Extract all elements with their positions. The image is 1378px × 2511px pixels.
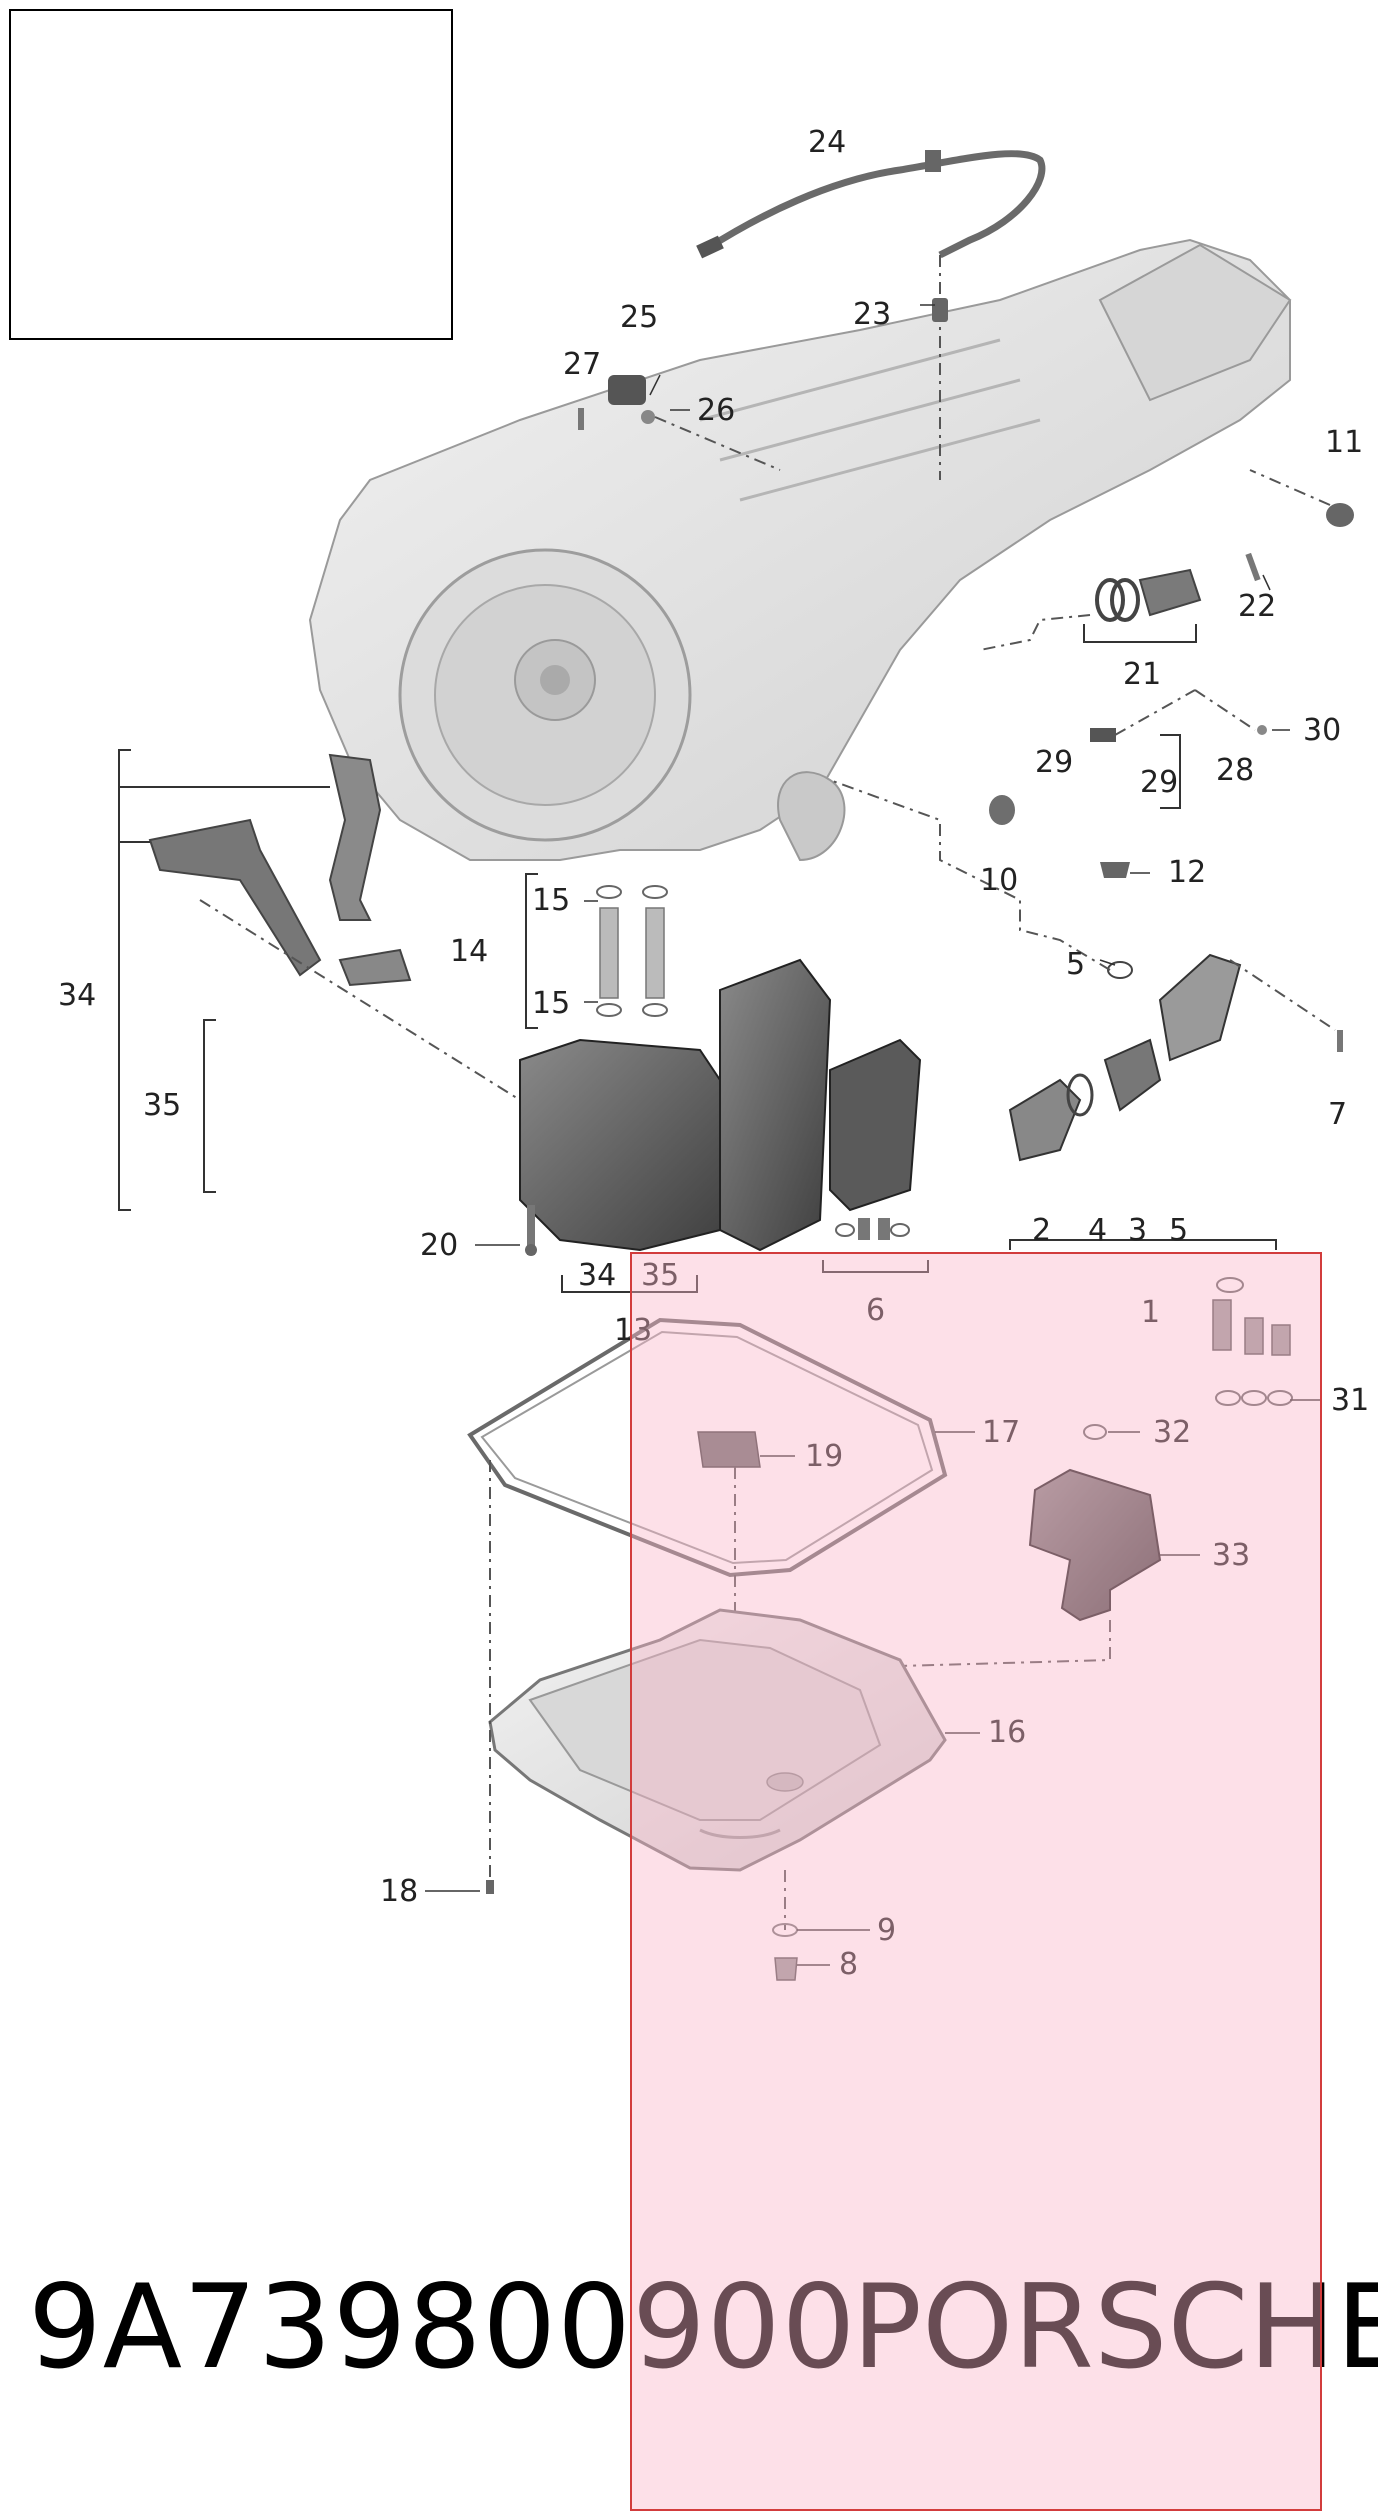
highlight-region bbox=[630, 1252, 1322, 2511]
valve-body bbox=[519, 958, 922, 1256]
bolt-18 bbox=[486, 1460, 494, 1894]
leader-lines bbox=[425, 304, 1320, 1966]
callout-30: 30 bbox=[1303, 713, 1342, 748]
callout-1: 1 bbox=[1141, 1295, 1161, 1330]
callout-14: 14 bbox=[450, 934, 489, 969]
callout-16: 16 bbox=[988, 1715, 1027, 1750]
callout-29a: 29 bbox=[1035, 745, 1074, 780]
callout-26: 26 bbox=[697, 393, 736, 428]
brand-label: PORSCHE bbox=[852, 2260, 1378, 2395]
callout-23: 23 bbox=[853, 297, 892, 332]
callout-32: 32 bbox=[1153, 1415, 1192, 1450]
sensor-29 bbox=[1090, 689, 1267, 742]
callout-18: 18 bbox=[380, 1874, 419, 1909]
plug-23 bbox=[932, 298, 948, 322]
callout-15b: 15 bbox=[532, 986, 571, 1021]
callout-13: 13 bbox=[614, 1313, 653, 1348]
callout-6: 6 bbox=[866, 1293, 886, 1328]
callout-2: 2 bbox=[1032, 1213, 1052, 1248]
transmission-housing bbox=[308, 238, 1292, 862]
callout-3: 3 bbox=[1128, 1213, 1148, 1248]
callout-35a: 35 bbox=[143, 1088, 182, 1123]
filter-assembly bbox=[829, 779, 1343, 1162]
seals-6 bbox=[835, 1218, 910, 1240]
callout-19: 19 bbox=[805, 1439, 844, 1474]
callout-27: 27 bbox=[563, 347, 602, 382]
callout-11: 11 bbox=[1325, 425, 1364, 460]
flange-21 bbox=[979, 552, 1261, 651]
plug-11 bbox=[1249, 469, 1354, 527]
callout-15a: 15 bbox=[532, 883, 571, 918]
callout-9: 9 bbox=[877, 1913, 897, 1948]
callout-28: 28 bbox=[1216, 753, 1255, 788]
oil-pan-16 bbox=[488, 1608, 947, 1930]
callout-35b: 35 bbox=[641, 1258, 680, 1293]
plug-10 bbox=[989, 795, 1015, 825]
callout-25: 25 bbox=[620, 300, 659, 335]
callout-10: 10 bbox=[980, 863, 1019, 898]
vehicle-thumbnail-frame bbox=[9, 9, 453, 340]
callout-17: 17 bbox=[982, 1415, 1021, 1450]
callout-22: 22 bbox=[1238, 589, 1277, 624]
tubes-14 bbox=[596, 885, 668, 1017]
breather-hose bbox=[696, 150, 1046, 480]
part-number: 9A739800900 bbox=[28, 2260, 857, 2395]
callout-8: 8 bbox=[839, 1947, 859, 1982]
callout-12: 12 bbox=[1168, 855, 1207, 890]
callout-33: 33 bbox=[1212, 1538, 1251, 1573]
plug-12 bbox=[1100, 862, 1130, 878]
callout-24: 24 bbox=[808, 125, 847, 160]
callout-31: 31 bbox=[1331, 1383, 1370, 1418]
gasket-17 bbox=[467, 1317, 948, 1578]
callout-5b: 5 bbox=[1169, 1213, 1189, 1248]
callout-34b: 34 bbox=[578, 1258, 617, 1293]
callout-4: 4 bbox=[1088, 1213, 1108, 1248]
callout-7: 7 bbox=[1328, 1097, 1348, 1132]
plugs-31 bbox=[1212, 1277, 1293, 1406]
callout-20: 20 bbox=[420, 1228, 459, 1263]
wiring-harness bbox=[148, 753, 521, 1101]
sensor-25 bbox=[578, 375, 781, 471]
callout-5a: 5 bbox=[1066, 947, 1086, 982]
group-brackets bbox=[118, 624, 1277, 1293]
callout-21: 21 bbox=[1123, 657, 1162, 692]
callout-29b: 29 bbox=[1140, 765, 1179, 800]
callout-34a: 34 bbox=[58, 978, 97, 1013]
